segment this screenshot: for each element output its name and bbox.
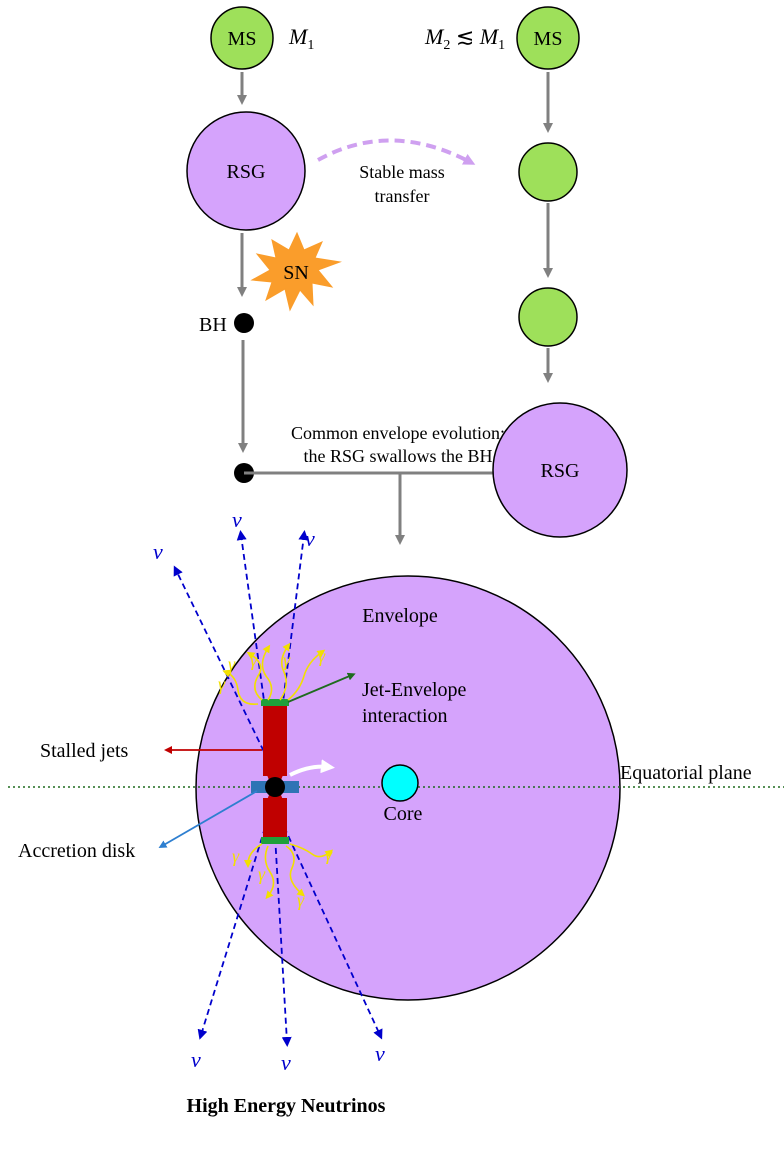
rsg-star-right: [492, 402, 628, 538]
gamma-rays: [222, 642, 334, 900]
rsg-star-left: [186, 111, 306, 231]
jet-upper-cap: [261, 699, 289, 706]
neutrino-symbol-1: ν: [153, 539, 163, 564]
jet-envelope-label-1: Jet-Envelope: [362, 679, 467, 701]
gamma-symbol-8: γ: [297, 890, 305, 910]
jet-lower-nozzle: [263, 795, 287, 810]
stalled-jets-label: Stalled jets: [40, 740, 129, 762]
neutrino-symbol-4: ν: [191, 1047, 201, 1072]
gamma-symbol-4: γ: [318, 646, 326, 666]
rsg-left-label: RSG: [227, 161, 266, 183]
stable-transfer-label-1: Stable mass: [359, 162, 445, 182]
neutrino-symbol-5: ν: [281, 1050, 291, 1075]
black-hole-1: [234, 313, 254, 333]
sn-label: SN: [283, 262, 309, 284]
gamma-symbol-9: γ: [325, 844, 333, 864]
gamma-symbol-1: γ: [228, 654, 236, 674]
gamma-symbol-6: γ: [232, 846, 240, 866]
gamma-symbol-7: γ: [258, 864, 266, 884]
ms-star-right: [516, 6, 580, 70]
jet-upper-nozzle: [263, 765, 287, 780]
stable-mass-transfer-arrow: [317, 138, 476, 165]
accretion-disk-label: Accretion disk: [18, 840, 135, 862]
gamma-symbol-5: γ: [218, 674, 226, 694]
gamma-symbol-2: γ: [250, 650, 258, 670]
neutrino-symbol-6: ν: [375, 1041, 385, 1066]
high-energy-neutrinos-title: High Energy Neutrinos: [187, 1095, 386, 1117]
bh-label: BH: [199, 314, 227, 336]
companion-star-2: [518, 142, 578, 202]
jet-lower-cap: [261, 837, 289, 844]
neutrino-symbol-3: ν: [305, 526, 315, 551]
accretion-disk-pointer: [158, 790, 258, 849]
rsg-right-label: RSG: [541, 460, 580, 482]
black-hole-center: [265, 777, 285, 797]
supernova-burst: [250, 231, 342, 312]
jet-envelope-label-2: interaction: [362, 705, 448, 727]
common-envelope-label-1: Common envelope evolution:: [291, 423, 505, 443]
neutrino-arrow-up-2: [236, 530, 273, 759]
neutrino-symbol-2: ν: [232, 507, 242, 532]
m1-label: M1: [288, 24, 314, 53]
companion-star-3: [518, 287, 578, 347]
neutrino-arrow-down-1: [197, 817, 269, 1040]
core-label: Core: [384, 803, 423, 825]
equatorial-plane-label: Equatorial plane: [620, 762, 752, 784]
inspiral-arrow: [289, 759, 335, 777]
neutrino-arrow-up-1: [173, 565, 269, 761]
stable-transfer-label-2: transfer: [375, 186, 430, 206]
gamma-symbol-3: γ: [283, 650, 291, 670]
ms-right-label: MS: [534, 28, 563, 50]
jet-envelope-pointer: [287, 672, 356, 703]
jet-upper: [263, 700, 287, 776]
m2-relation-label: M2 ≲ M1: [424, 24, 505, 53]
ms-left-label: MS: [228, 28, 257, 50]
neutrino-arrow-down-2: [273, 817, 292, 1047]
envelope-label: Envelope: [362, 605, 438, 627]
common-envelope-label-2: the RSG swallows the BH: [304, 446, 493, 466]
ms-star-left: [210, 6, 274, 70]
core-circle: [381, 764, 419, 802]
